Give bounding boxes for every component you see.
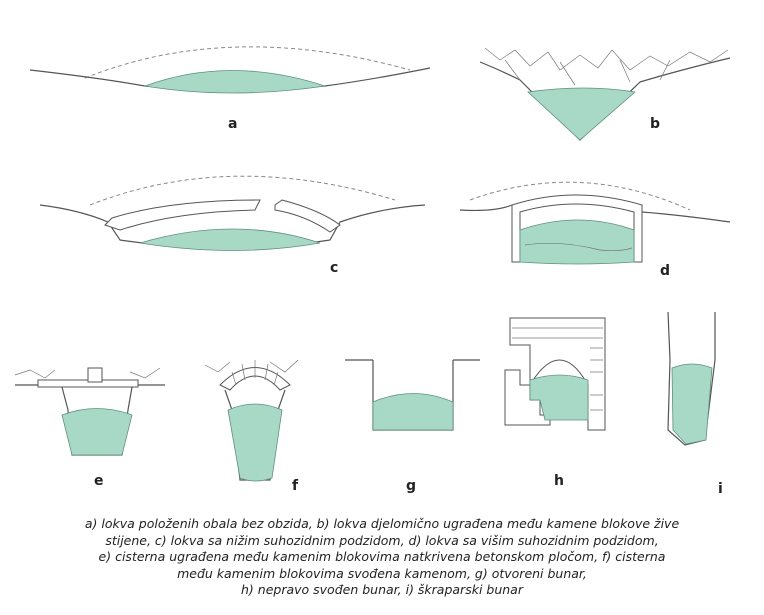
vault-f: [219, 367, 291, 391]
water-c: [139, 228, 321, 251]
water-g: [372, 393, 454, 431]
water-f: [227, 403, 283, 482]
figure-d: d: [459, 181, 731, 279]
figure-c: c: [39, 175, 426, 276]
label-a: a: [228, 116, 237, 132]
water-h: [529, 374, 589, 421]
water-b: [527, 87, 636, 141]
figure-e: e: [14, 367, 165, 489]
caption-line-2: stijene, c) lokva sa nižim suhozidnim po…: [105, 532, 659, 548]
label-d: d: [660, 263, 670, 279]
wall-c-right: [274, 199, 341, 233]
figure-i: i: [667, 311, 723, 497]
label-h: h: [554, 473, 564, 489]
wall-c-left: [104, 199, 261, 231]
water-d: [519, 219, 635, 265]
figure-h: h: [504, 317, 606, 489]
water-a: [143, 70, 326, 94]
label-g: g: [406, 478, 416, 494]
label-b: b: [650, 116, 660, 132]
figure-caption: a) lokva položenih obala bez obzida, b) …: [0, 516, 764, 599]
wall-d: [511, 194, 643, 263]
figure-f: f: [204, 359, 299, 494]
water-i: [671, 363, 713, 445]
label-e: e: [94, 473, 104, 489]
figure-b: b: [479, 47, 731, 141]
water-e: [61, 408, 133, 456]
caption-line-5: h) nepravo svođen bunar, i) škraparski b…: [241, 582, 523, 597]
figure-a: a: [29, 46, 431, 132]
figure-g: g: [345, 359, 480, 494]
caption-line-4: među kamenim blokovima svođena kamenom, …: [177, 565, 587, 581]
shaft-i: [667, 311, 716, 446]
label-c: c: [330, 260, 338, 276]
label-f: f: [292, 478, 299, 494]
caption-line-1: a) lokva položenih obala bez obzida, b) …: [84, 516, 680, 531]
label-i: i: [718, 481, 723, 497]
caption-line-3: e) cisterna ugrađena među kamenim blokov…: [98, 549, 666, 564]
